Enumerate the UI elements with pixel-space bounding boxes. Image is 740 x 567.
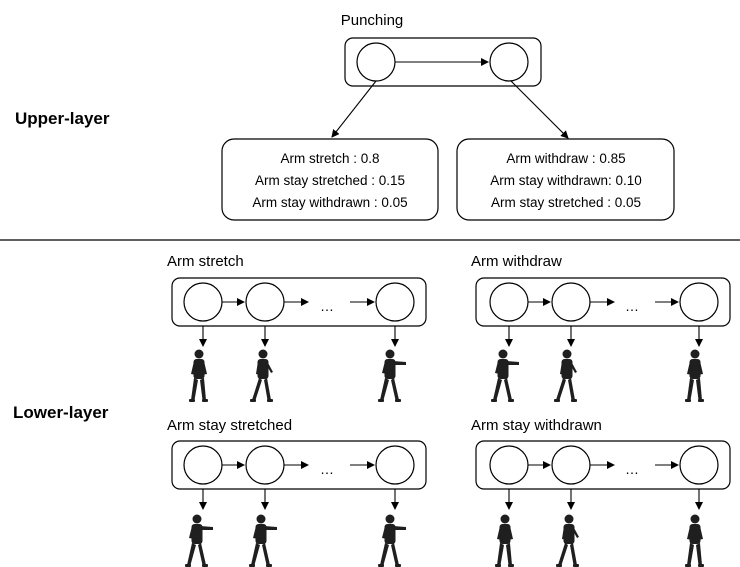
lower-model-title: Arm withdraw <box>471 253 562 270</box>
person-figure <box>685 514 704 567</box>
person-figure <box>378 349 406 402</box>
upper-prob-line: Arm stay stretched : 0.15 <box>255 173 405 188</box>
top-emission-arrow-2 <box>510 80 569 139</box>
state-node <box>679 282 719 322</box>
lower-model-box <box>171 277 427 327</box>
upper-prob-box-2 <box>456 138 675 221</box>
state-node <box>183 282 223 322</box>
upper-prob-line: Arm stay withdrawn: 0.10 <box>490 173 642 188</box>
person-figure <box>378 514 406 567</box>
lower-layer-label: Lower-layer <box>13 403 109 422</box>
upper-prob-line: Arm withdraw : 0.85 <box>506 151 625 166</box>
upper-prob-box-1 <box>221 138 439 221</box>
lower-model-arm-stay-withdrawn: Arm stay withdrawn … <box>471 417 731 510</box>
state-node <box>489 445 529 485</box>
lower-model-arm-stretch: Arm stretch … <box>167 253 427 347</box>
top-model-box <box>344 37 542 87</box>
state-node <box>245 282 285 322</box>
lower-model-title: Arm stay withdrawn <box>471 417 602 434</box>
state-node <box>551 282 591 322</box>
ellipsis: … <box>320 298 334 314</box>
lower-model-arm-stay-stretched: Arm stay stretched … <box>167 417 427 510</box>
ellipsis: … <box>320 461 334 477</box>
person-figure <box>556 514 579 567</box>
state-node <box>375 445 415 485</box>
state-node <box>245 445 285 485</box>
person-figure <box>685 349 704 402</box>
person-figure <box>554 349 577 402</box>
upper-prob-line: Arm stay withdrawn : 0.05 <box>252 195 407 210</box>
lower-model-box <box>171 440 427 490</box>
state-node <box>679 445 719 485</box>
state-node <box>375 282 415 322</box>
person-figure <box>495 514 514 567</box>
lower-model-title: Arm stretch <box>167 253 244 270</box>
person-figure <box>189 349 208 402</box>
lower-model-box <box>475 440 731 490</box>
person-figure <box>250 349 273 402</box>
upper-layer-label: Upper-layer <box>15 109 110 128</box>
lower-model-title: Arm stay stretched <box>167 417 292 434</box>
person-figure <box>249 514 277 567</box>
ellipsis: … <box>625 298 639 314</box>
state-node <box>551 445 591 485</box>
top-model-title: Punching <box>341 12 404 29</box>
person-figure <box>491 349 519 402</box>
upper-prob-line: Arm stay stretched : 0.05 <box>491 195 641 210</box>
lower-model-arm-withdraw: Arm withdraw … <box>471 253 731 347</box>
top-emission-arrow-1 <box>331 80 377 138</box>
person-figure <box>185 514 213 567</box>
top-state-node-1 <box>356 42 396 82</box>
upper-prob-line: Arm stretch : 0.8 <box>280 151 379 166</box>
state-node <box>183 445 223 485</box>
ellipsis: … <box>625 461 639 477</box>
state-node <box>489 282 529 322</box>
top-state-node-2 <box>489 42 529 82</box>
lower-model-box <box>475 277 731 327</box>
